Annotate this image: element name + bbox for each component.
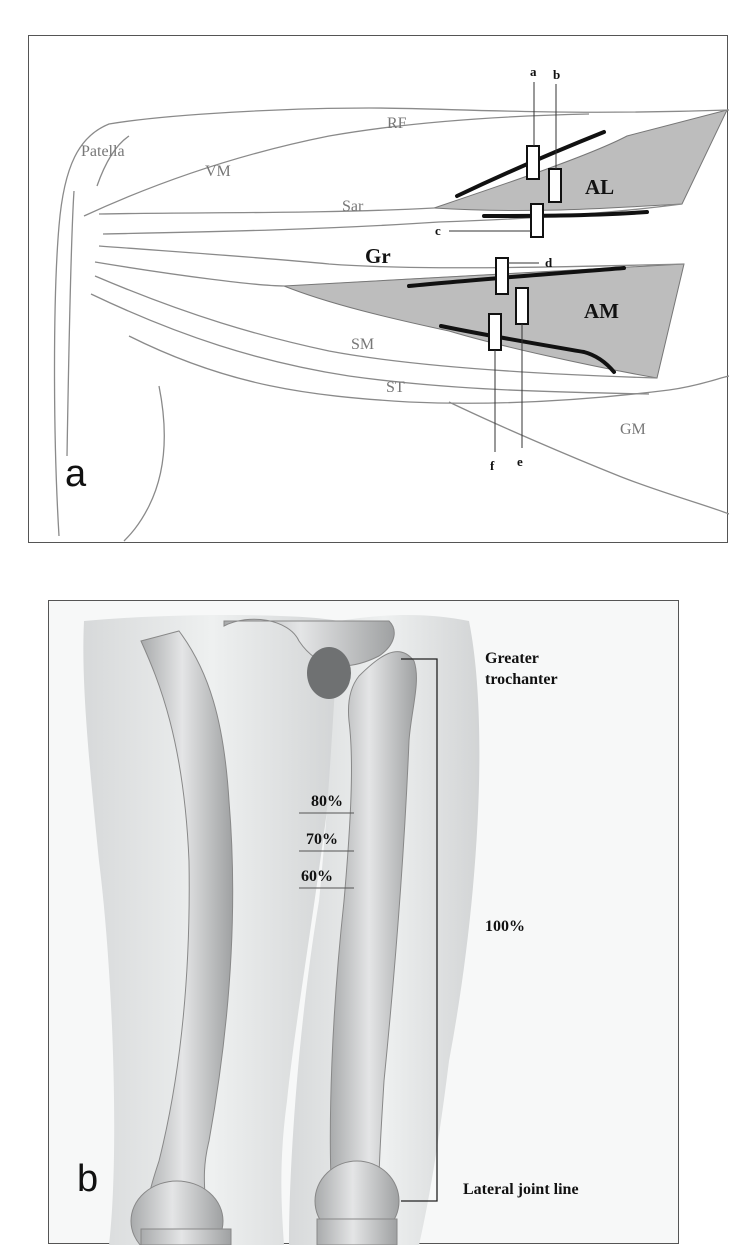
right-tibia-top: [317, 1219, 397, 1245]
electrode-b: [549, 169, 561, 202]
full-length-label: 100%: [485, 918, 525, 935]
electrode-f: [489, 314, 501, 350]
panel-a-label: a: [65, 453, 87, 495]
label-al: AL: [585, 175, 614, 199]
marker-b: b: [553, 67, 560, 82]
panel-a-thigh-muscle-diagram: Patella RF VM Sar SM ST GM AL Gr AM a b …: [28, 35, 728, 543]
left-tibia-top: [141, 1229, 231, 1245]
level-80-label: 80%: [311, 793, 343, 810]
label-sm: SM: [351, 336, 374, 353]
greater-trochanter-label-1: Greater: [485, 650, 539, 667]
adductor-longus-region: [434, 110, 727, 211]
greater-trochanter-label-2: trochanter: [485, 671, 558, 688]
electrode-e: [516, 288, 528, 324]
electrode-d: [496, 258, 508, 294]
marker-d: d: [545, 255, 553, 270]
thigh-diagram-svg: Patella RF VM Sar SM ST GM AL Gr AM a b …: [29, 36, 729, 544]
label-st: ST: [386, 379, 405, 396]
label-gr: Gr: [365, 244, 391, 268]
label-patella: Patella: [81, 143, 125, 160]
femur-diagram-svg: 80% 70% 60% Greater trochanter 100% Late…: [49, 601, 680, 1245]
label-rf: RF: [387, 115, 407, 132]
marker-f: f: [490, 458, 495, 473]
panel-b-femur-diagram: 80% 70% 60% Greater trochanter 100% Late…: [48, 600, 679, 1244]
panel-b-label: b: [77, 1158, 98, 1200]
marker-c: c: [435, 223, 441, 238]
marker-e: e: [517, 454, 523, 469]
label-sar: Sar: [342, 198, 364, 215]
obturator-foramen: [307, 647, 351, 699]
electrode-a: [527, 146, 539, 179]
marker-a: a: [530, 64, 537, 79]
level-60-label: 60%: [301, 868, 333, 885]
label-vm: VM: [205, 163, 231, 180]
label-am: AM: [584, 299, 619, 323]
lateral-joint-line-label: Lateral joint line: [463, 1181, 579, 1198]
electrode-c: [531, 204, 543, 237]
level-70-label: 70%: [306, 831, 338, 848]
label-gm: GM: [620, 421, 646, 438]
